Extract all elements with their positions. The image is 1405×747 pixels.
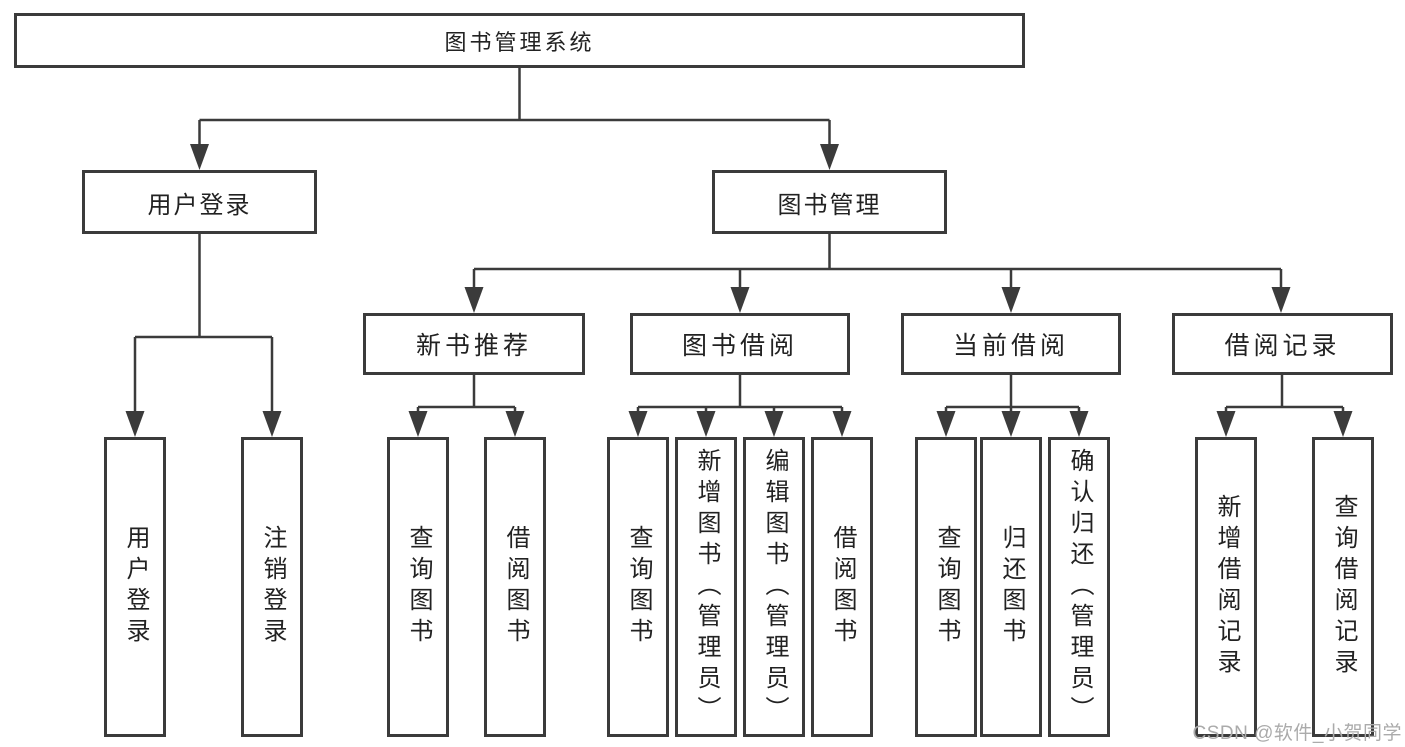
leaf-rec-query-book: 查询图书 (387, 437, 449, 737)
arrow-down-icon (1333, 411, 1353, 437)
connector-line (418, 375, 515, 409)
node-book-borrowing-label: 图书借阅 (681, 332, 798, 360)
leaf-logout-label: 注销登录 (259, 525, 286, 649)
node-current-borrowing: 当前借阅 (901, 313, 1121, 375)
arrow-down-icon (1001, 411, 1021, 437)
arrow-down-icon (464, 287, 484, 313)
leaf-cb-confirm-return-label: 确认归还（管理员） (1066, 447, 1093, 727)
leaf-bb-query-book-label: 查询图书 (625, 525, 652, 649)
leaf-bb-borrow-book: 借阅图书 (811, 437, 873, 737)
leaf-bb-add-book: 新增图书（管理员） (675, 437, 737, 737)
connector-line (638, 375, 842, 409)
connector-line (1226, 375, 1343, 409)
node-library-system: 图书管理系统 (14, 13, 1025, 68)
leaf-bb-edit-book-label: 编辑图书（管理员） (761, 447, 788, 727)
leaf-rec-borrow-book: 借阅图书 (484, 437, 546, 737)
leaf-bb-edit-book: 编辑图书（管理员） (743, 437, 805, 737)
leaf-bb-query-book: 查询图书 (607, 437, 669, 737)
leaf-rec-borrow-book-label: 借阅图书 (502, 525, 529, 649)
arrow-down-icon (1216, 411, 1236, 437)
connector-line (199, 68, 830, 122)
node-book-borrowing: 图书借阅 (630, 313, 850, 375)
node-user-login-label: 用户登录 (147, 191, 252, 219)
node-borrowing-records-label: 借阅记录 (1224, 332, 1341, 360)
arrow-down-icon (1001, 287, 1021, 313)
arrow-down-icon (262, 411, 282, 437)
leaf-bb-add-book-label: 新增图书（管理员） (693, 447, 720, 727)
leaf-cb-return-book-label: 归还图书 (998, 525, 1025, 649)
leaf-user-login: 用户登录 (104, 437, 166, 737)
node-user-login: 用户登录 (82, 170, 317, 234)
arrow-down-icon (628, 411, 648, 437)
arrow-down-icon (505, 411, 525, 437)
connector-line (946, 375, 1079, 409)
node-current-borrowing-label: 当前借阅 (952, 332, 1069, 360)
leaf-user-login-label: 用户登录 (122, 525, 149, 649)
arrow-down-icon (936, 411, 956, 437)
arrow-down-icon (832, 411, 852, 437)
node-library-system-label: 图书管理系统 (444, 29, 595, 55)
leaf-rec-query-book-label: 查询图书 (405, 525, 432, 649)
leaf-cb-return-book: 归还图书 (980, 437, 1042, 737)
arrow-down-icon (1069, 411, 1089, 437)
leaf-br-query-record: 查询借阅记录 (1312, 437, 1374, 737)
leaf-bb-borrow-book-label: 借阅图书 (829, 525, 856, 649)
leaf-br-query-record-label: 查询借阅记录 (1330, 494, 1357, 680)
leaf-br-add-record: 新增借阅记录 (1195, 437, 1257, 737)
arrow-down-icon (1271, 287, 1291, 313)
connector-line (474, 234, 1281, 271)
arrow-down-icon (696, 411, 716, 437)
node-book-management: 图书管理 (712, 170, 947, 234)
node-new-book-recommend-label: 新书推荐 (415, 332, 532, 360)
leaf-cb-confirm-return: 确认归还（管理员） (1048, 437, 1110, 737)
arrow-down-icon (190, 144, 209, 170)
arrow-down-icon (730, 287, 750, 313)
node-book-management-label: 图书管理 (777, 191, 882, 219)
arrow-down-icon (408, 411, 428, 437)
connector-line (135, 234, 272, 339)
leaf-cb-query-book: 查询图书 (915, 437, 977, 737)
leaf-logout: 注销登录 (241, 437, 303, 737)
arrow-down-icon (764, 411, 784, 437)
arrow-down-icon (820, 144, 839, 170)
node-borrowing-records: 借阅记录 (1172, 313, 1393, 375)
node-new-book-recommend: 新书推荐 (363, 313, 585, 375)
arrow-down-icon (125, 411, 145, 437)
leaf-br-add-record-label: 新增借阅记录 (1213, 494, 1240, 680)
watermark: CSDN @软件_小贺同学 (1192, 723, 1402, 744)
leaf-cb-query-book-label: 查询图书 (933, 525, 960, 649)
